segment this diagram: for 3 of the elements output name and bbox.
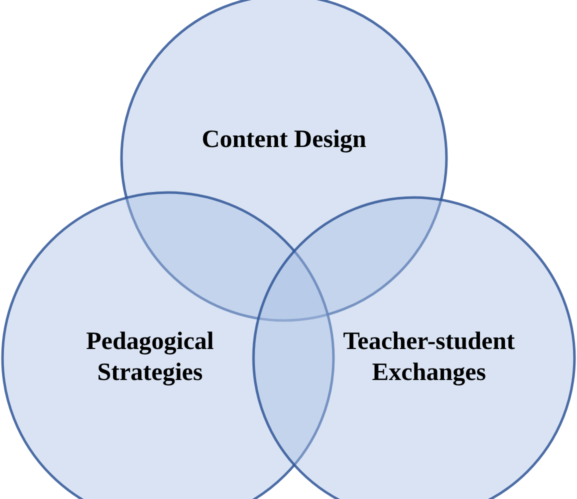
circle-label: Pedagogical Strategies <box>85 327 215 388</box>
circle-label: Content Design <box>200 125 368 155</box>
circle-label: Teacher-student Exchanges <box>342 327 516 388</box>
